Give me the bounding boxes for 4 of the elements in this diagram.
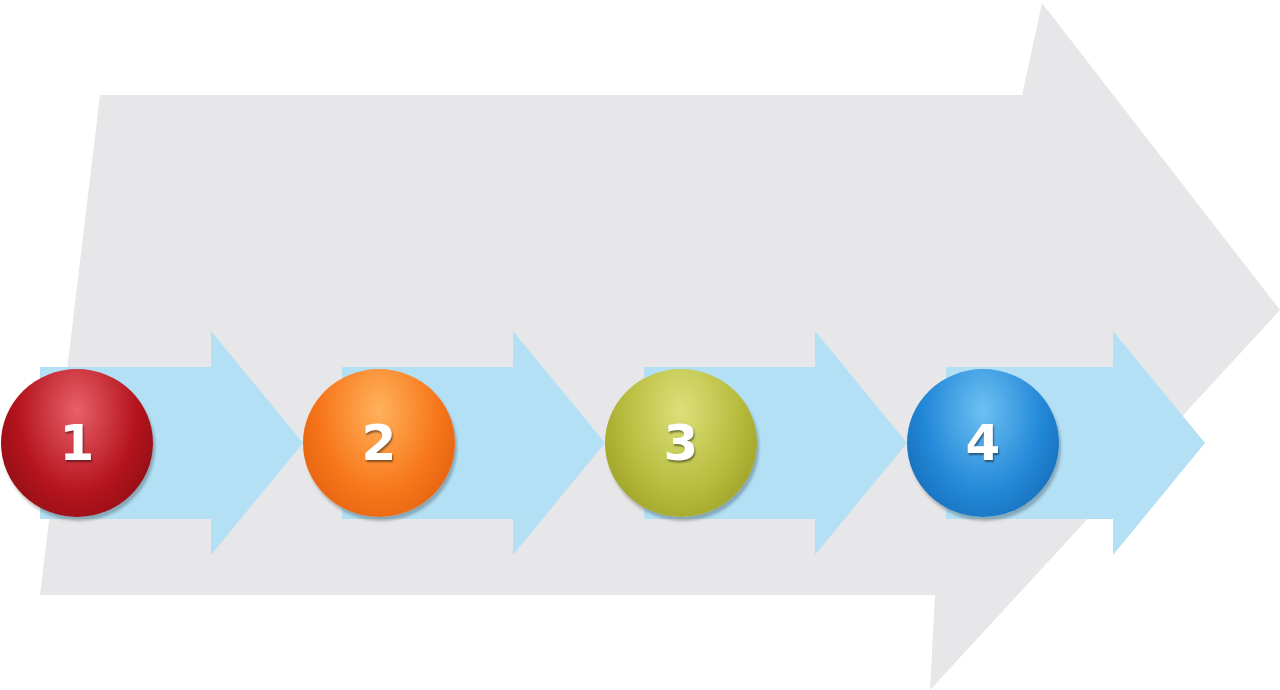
step-number: 1 [59,414,95,472]
step-number: 3 [663,414,699,472]
step-number: 2 [361,414,397,472]
step-number: 4 [965,414,1001,472]
